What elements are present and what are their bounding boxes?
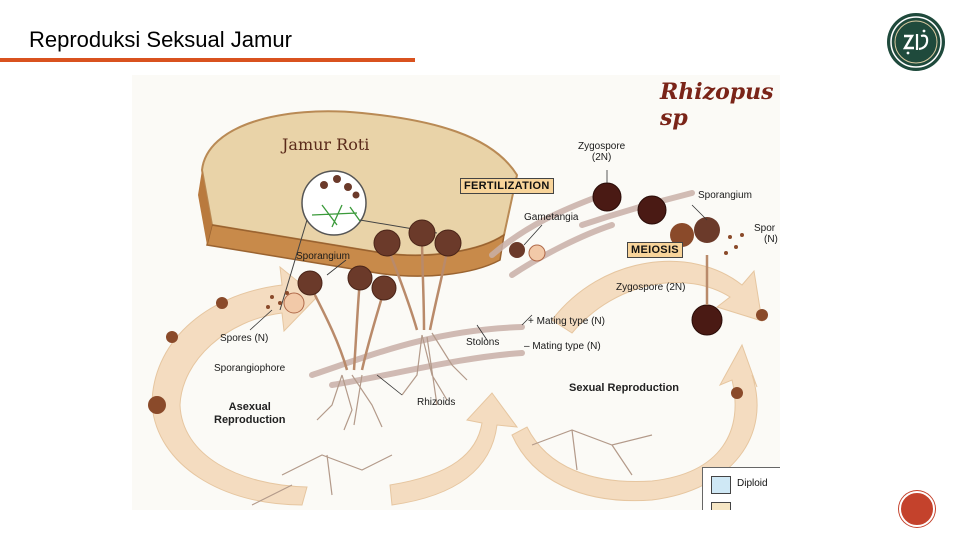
page-number-badge [899,491,935,527]
label-zygospore-mid: Zygospore (2N) [616,282,686,293]
legend: Diploid [702,467,780,510]
asexual-cycle-arrow [151,265,318,506]
meiosis-box: MEIOSIS [627,242,683,258]
label-mating-minus: – Mating type (N) [524,341,601,352]
title-underline [0,58,415,62]
label-sporangiophore: Sporangiophore [214,363,286,374]
asexual-return-arrow [389,392,519,506]
label-spores: Spores (N) [220,333,269,344]
legend-diploid-swatch [711,476,731,494]
institution-logo-icon [887,13,945,71]
zygospore-top [592,182,622,212]
sexual-reproduction-label: Sexual Reproduction [569,382,680,394]
rhizoids-left [316,374,383,431]
legend-haploid-swatch [711,502,731,510]
life-cycle-artwork [148,110,768,506]
slide-title: Reproduksi Seksual Jamur [29,27,292,52]
zygospore-lower [691,304,723,336]
sporangium-dot [297,270,323,296]
label-stolons: Stolons [466,337,500,348]
label-sporangium-right: Sporangium [698,190,752,201]
label-zygospore-top: Zygospore(2N) [578,141,626,163]
stolon-hypha [309,324,525,378]
legend-diploid-label: Diploid [737,478,768,489]
label-mating-plus: + Mating type (N) [528,316,605,327]
species-name: Rhizopus sp [660,79,774,131]
label-spores-right: Spor(N) [754,223,778,245]
label-rhizoids: Rhizoids [417,397,456,408]
label-gametangia: Gametangia [524,212,579,223]
fertilization-box: FERTILIZATION [460,178,554,194]
sexual-cycle-arrow [551,260,763,334]
bread-label: Jamur Roti [282,135,370,154]
label-sporangium-left: Sporangium [296,251,350,262]
rhizopus-life-cycle-diagram: Rhizopus sp Jamur Roti FERTILIZATION MEI… [132,75,780,510]
rhizoids-right [401,332,468,406]
